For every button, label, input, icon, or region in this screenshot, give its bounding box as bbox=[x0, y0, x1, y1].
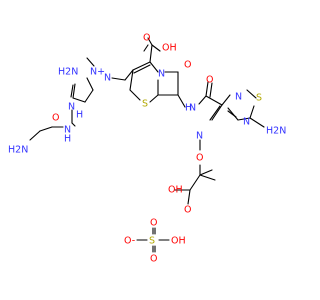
atom-label: O bbox=[206, 75, 213, 86]
atom-label: N+ bbox=[90, 67, 105, 78]
atom-label: S bbox=[149, 236, 155, 247]
atom-label: N bbox=[196, 131, 203, 142]
atom-label: H bbox=[64, 134, 71, 145]
atom-label: N bbox=[64, 125, 71, 136]
atom-label: O bbox=[150, 254, 157, 265]
atom-label: N bbox=[158, 69, 165, 80]
atom-label: O bbox=[150, 218, 157, 229]
atom-label: O- bbox=[124, 236, 135, 247]
atom-label: OH bbox=[162, 43, 177, 54]
atom-label: N bbox=[68, 102, 75, 113]
atom-label: O bbox=[196, 153, 203, 164]
atom-label: S bbox=[142, 99, 148, 110]
structure-diagram: H2N N+ N N H O N H H2N OH O N O S N H O … bbox=[8, 33, 286, 265]
atom-label-layer: H2N N+ N N H O N H H2N OH O N O S N H O … bbox=[8, 33, 286, 265]
atom-label: S bbox=[256, 93, 262, 104]
atom-label: H2N bbox=[58, 67, 78, 78]
atom-label: N bbox=[189, 103, 196, 114]
atom-label: N bbox=[235, 92, 242, 103]
atom-label: N bbox=[104, 73, 111, 84]
atom-label: H2N bbox=[266, 126, 286, 137]
atom-label: OH bbox=[171, 236, 186, 247]
atom-label: O bbox=[143, 33, 150, 44]
atom-label: OH bbox=[168, 185, 183, 196]
atom-label: O bbox=[184, 205, 191, 216]
atom-label: H2N bbox=[8, 145, 28, 156]
atom-label: N bbox=[243, 117, 250, 128]
atom-label: H bbox=[76, 110, 83, 121]
bond-layer bbox=[29, 37, 265, 253]
atom-label: O bbox=[52, 113, 59, 124]
atom-label: H bbox=[185, 103, 192, 114]
atom-label: O bbox=[184, 60, 191, 71]
